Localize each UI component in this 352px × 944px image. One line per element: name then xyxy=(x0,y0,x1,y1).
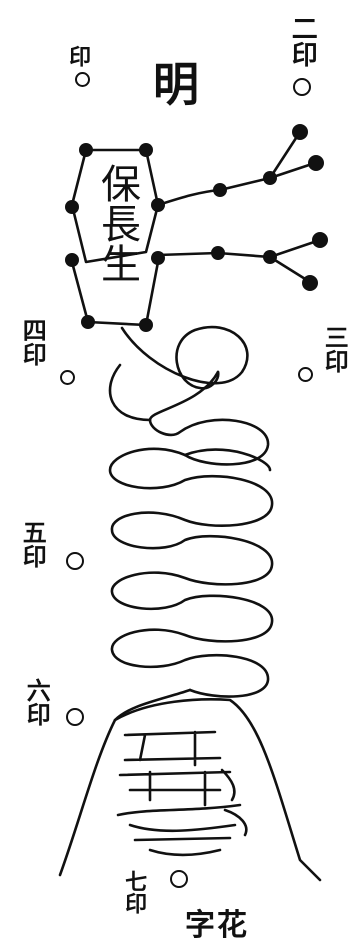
seal-ring-sixth xyxy=(66,708,84,726)
box-text: 保長生 xyxy=(96,163,138,283)
seal-label-first: 印 xyxy=(66,45,89,67)
talisman-title: 明 xyxy=(150,60,196,106)
seal-ring-first xyxy=(75,72,90,87)
footer-text: 字花 xyxy=(185,900,249,944)
node-dot xyxy=(312,232,328,248)
node-dot xyxy=(263,171,277,185)
seal-ring-fifth xyxy=(66,552,84,570)
node-dot xyxy=(151,198,165,212)
node-dot xyxy=(65,253,79,267)
figure-eight-chain xyxy=(110,372,272,697)
node-dot xyxy=(263,250,277,264)
node-dot xyxy=(151,251,165,265)
glyph-1 xyxy=(125,732,220,765)
seal-label-fourth: 四印 xyxy=(20,318,45,366)
node-dot xyxy=(139,143,153,157)
glyph-2 xyxy=(120,772,230,805)
node-dot xyxy=(211,246,225,260)
lower-branch xyxy=(158,253,310,282)
node-dot xyxy=(65,200,79,214)
glyph-3 xyxy=(118,805,240,855)
node-dot xyxy=(79,143,93,157)
seal-ring-third xyxy=(298,367,313,382)
seal-ring-fourth xyxy=(60,370,75,385)
node-dot xyxy=(292,124,308,140)
node-dot xyxy=(213,183,227,197)
seal-label-third: 三印 xyxy=(322,325,347,373)
seal-label-seventh: 七印 xyxy=(122,870,145,914)
upper-branch xyxy=(158,135,298,205)
entry-loop xyxy=(122,327,247,388)
node-dot xyxy=(302,275,318,291)
node-dot xyxy=(308,155,324,171)
seal-label-second: 二印 xyxy=(288,15,315,67)
node-dot xyxy=(139,318,153,332)
seal-ring-second xyxy=(293,78,311,96)
seal-ring-seventh xyxy=(170,870,188,888)
seal-label-fifth: 五印 xyxy=(20,520,45,568)
seal-label-sixth: 六印 xyxy=(24,678,49,726)
node-dot xyxy=(81,315,95,329)
